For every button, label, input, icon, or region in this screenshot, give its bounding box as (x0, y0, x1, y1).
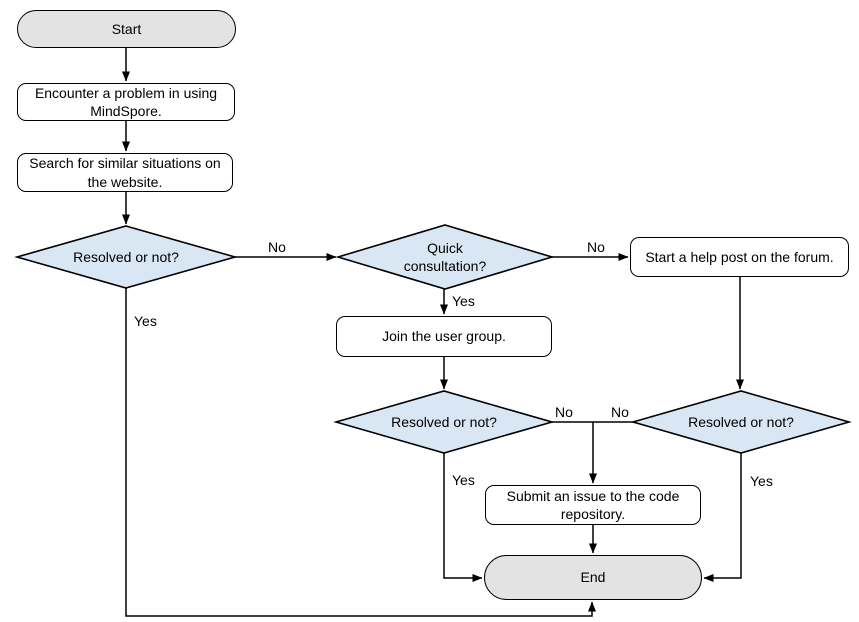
decision-resolved-2 (333, 390, 555, 454)
edge-resolved2-yes-to-end (443, 453, 483, 582)
node-start-label: Start (111, 20, 142, 37)
node-encounter-problem: Encounter a problem in using MindSpore. (17, 83, 235, 121)
node-end-label: End (580, 569, 606, 586)
edge-resolved3-yes-to-end (703, 453, 742, 582)
decision-resolved-1 (14, 225, 238, 289)
node-forum-post-label: Start a help post on the forum. (645, 248, 834, 265)
node-submit-issue: Submit an issue to the code repository. (485, 485, 701, 525)
node-start: Start (17, 10, 236, 48)
decision-resolved-3 (630, 390, 852, 454)
node-forum-post: Start a help post on the forum. (630, 237, 849, 277)
node-encounter-problem-label: Encounter a problem in using MindSpore. (34, 84, 218, 119)
decision-quick-consultation-label: Quick consultation? (403, 239, 487, 274)
edge-label-resolved2-yes: Yes (450, 472, 477, 488)
node-join-user-group-label: Join the user group. (382, 328, 506, 345)
edge-label-resolved1-yes: Yes (132, 313, 159, 329)
edge-label-quick-no: No (585, 239, 607, 255)
node-end: End (484, 555, 702, 600)
edge-label-resolved3-yes: Yes (748, 473, 775, 489)
node-search-website-label: Search for similar situations on the web… (29, 155, 221, 190)
decision-resolved-3-label: Resolved or not? (688, 413, 794, 430)
decision-resolved-2-label: Resolved or not? (391, 413, 497, 430)
node-search-website: Search for similar situations on the web… (17, 153, 233, 192)
decision-quick-consultation (335, 224, 555, 290)
node-submit-issue-label: Submit an issue to the code repository. (506, 487, 680, 522)
edge-label-quick-yes: Yes (450, 293, 477, 309)
edge-label-resolved3-no: No (609, 404, 631, 420)
edge-resolved1-yes-to-end (125, 288, 596, 617)
edge-label-resolved1-no: No (266, 239, 288, 255)
edge-label-resolved2-no: No (553, 404, 575, 420)
decision-resolved-1-label: Resolved or not? (73, 248, 179, 265)
node-join-user-group: Join the user group. (336, 316, 552, 357)
